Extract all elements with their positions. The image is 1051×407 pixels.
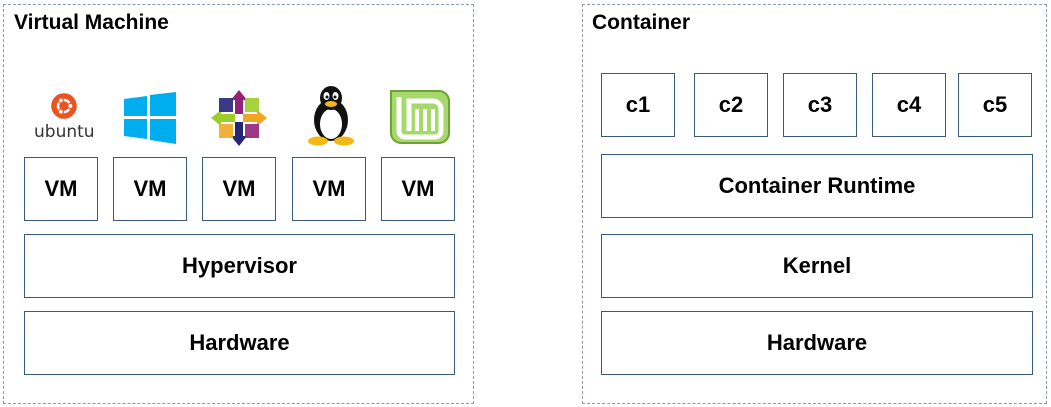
linux-tux-icon [302,84,360,146]
container-box: c1 [601,73,675,137]
vm-box: VM [292,157,366,221]
ubuntu-icon: ubuntu [30,90,95,146]
kernel-layer: Kernel [601,234,1033,298]
windows-icon [121,90,179,146]
container-panel [582,4,1047,404]
linux-mint-icon [386,86,452,146]
vm-panel-title: Virtual Machine [14,11,169,34]
vm-box: VM [24,157,98,221]
container-box: c4 [872,73,946,137]
container-runtime-layer: Container Runtime [601,154,1033,218]
vm-hardware-layer: Hardware [24,311,455,375]
centos-icon [208,88,270,148]
hypervisor-layer: Hypervisor [24,234,455,298]
container-box: c3 [783,73,857,137]
vm-box: VM [202,157,276,221]
vm-panel [3,4,474,404]
container-box: c2 [694,73,768,137]
container-box: c5 [958,73,1032,137]
container-panel-title: Container [592,11,691,34]
vm-box: VM [113,157,187,221]
container-hardware-layer: Hardware [601,311,1033,375]
vm-box: VM [381,157,455,221]
ubuntu-label: ubuntu [34,122,95,142]
